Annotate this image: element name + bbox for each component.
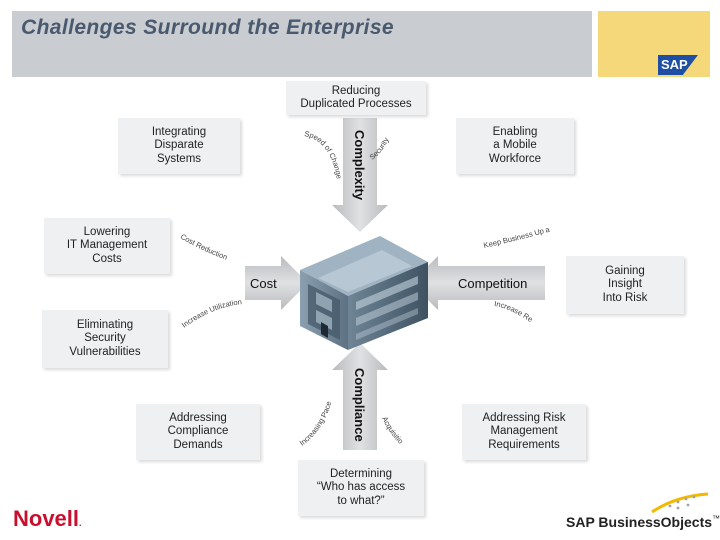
box-gaining-insight: Gaining Insight Into Risk: [566, 256, 684, 314]
business-objects-mark: ™: [712, 514, 720, 523]
competition-label: Competition: [458, 276, 528, 291]
page-title: Challenges Surround the Enterprise: [21, 16, 394, 39]
speed-of-change-label: Speed of Change: [304, 129, 344, 180]
competition-arrow: [411, 256, 545, 310]
sap-tile: [598, 11, 710, 77]
novell-logo: Novell.: [13, 506, 82, 531]
complexity-arrow: [332, 118, 388, 232]
swoosh-icon: [651, 492, 709, 514]
box-eliminating-security: Eliminating Security Vulnerabilities: [42, 310, 168, 368]
box-determining-access: Determining “Who has access to what?”: [298, 460, 424, 516]
compliance-label: Compliance: [352, 368, 367, 442]
business-objects-logo: SAP BusinessObjects™: [566, 514, 720, 530]
box-addressing-risk: Addressing Risk Management Requirements: [462, 404, 586, 460]
box-enabling-mobile-workforce: Enabling a Mobile Workforce: [456, 118, 574, 174]
sap-logo-text: SAP: [661, 57, 688, 72]
complexity-label: Complexity: [352, 130, 367, 201]
cost-arrow: [245, 256, 308, 310]
box-addressing-compliance: Addressing Compliance Demands: [136, 404, 260, 460]
building-icon: [300, 236, 428, 350]
box-lowering-it-costs: Lowering IT Management Costs: [44, 218, 170, 274]
box-integrating-disparate-systems: Integrating Disparate Systems: [118, 118, 240, 174]
cost-label: Cost: [250, 276, 277, 291]
novell-logo-mark: .: [79, 518, 82, 528]
cost-reduction-label: Cost Reduction: [179, 232, 229, 262]
header-bar: Challenges Surround the Enterprise: [12, 11, 592, 77]
box-reducing-duplicated-processes: Reducing Duplicated Processes: [286, 81, 426, 115]
increase-utilization-label: Increase Utilization: [180, 297, 242, 329]
compliance-arrow: [332, 343, 388, 450]
